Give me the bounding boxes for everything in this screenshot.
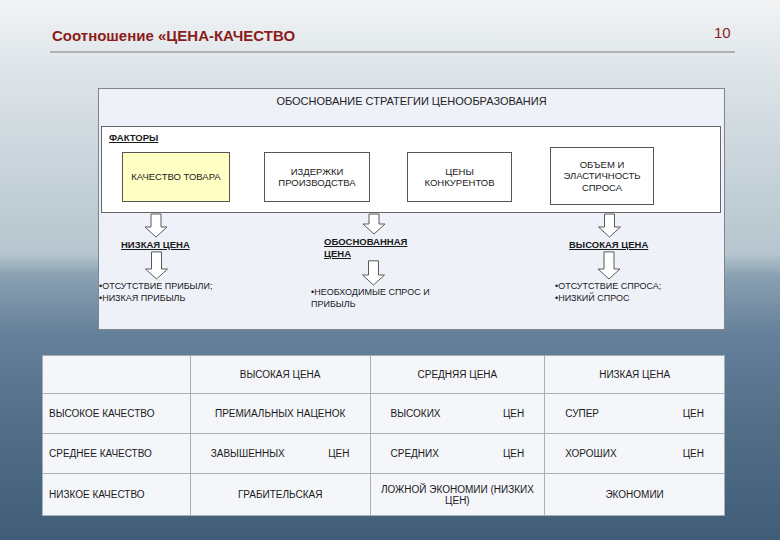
cell-text: ХОРОШИХ ЦЕН [551,448,718,459]
factor-box: ОБЪЕМ И ЭЛАСТИЧНОСТЬ СПРОСА [550,147,654,205]
price-option: ВЫСОКАЯ ЦЕНА [569,239,650,251]
node-text: ОБОСНОВАНИЕ СТРАТЕГИИ ЦЕНООБРАЗОВАНИЯ [99,89,724,107]
cell-text: СРЕДНЕЕ КАЧЕСТВО [49,448,152,459]
cell-text: ЗАВЫШЕННЫХ ЦЕН [197,448,364,459]
table-body: ВЫСОКАЯ ЦЕНАСРЕДНЯЯ ЦЕНАНИЗКАЯ ЦЕНАВЫСОК… [43,356,725,516]
node-text: •ОТСУТСТВИЕ СПРОСА; [555,281,663,293]
cell-text: ВЫСОКАЯ ЦЕНА [240,369,321,380]
cell-text: ВЫСОКОЕ КАЧЕСТВО [49,408,154,419]
node-text: •НЕОБХОДИМЫЕ СПРОС И ПРИБЫЛЬ [311,287,436,310]
table-cell: СРЕДНИХ ЦЕН [370,434,545,474]
box-text-wrap: ОБЪЕМ И ЭЛАСТИЧНОСТЬ СПРОСА [556,159,648,193]
table-cell: ГРАБИТЕЛЬСКАЯ [190,474,370,516]
cell-text: СРЕДНИХ ЦЕН [377,448,539,459]
table-cell: ВЫСОКОЕ КАЧЕСТВО [43,394,191,434]
block-arrow [363,261,385,285]
table-cell: ВЫСОКИХ ЦЕН [370,394,545,434]
table-row: СРЕДНЕЕ КАЧЕСТВО ЗАВЫШЕННЫХ ЦЕН СРЕДНИХ ЦЕ… [43,434,725,474]
node-text: ФАКТОРЫ [102,128,158,143]
cell-text: ЭКОНОМИИ [605,489,663,500]
title-underline [50,52,735,53]
node-text: •ОТСУТСТВИЕ ПРИБЫЛИ; [99,281,214,293]
block-arrow [363,214,385,234]
cell-text: СРЕДНЯЯ ЦЕНА [418,369,498,380]
table-cell: СРЕДНЕЕ КАЧЕСТВО [43,434,191,474]
table-row: ВЫСОКОЕ КАЧЕСТВО ПРЕМИАЛЬНЫХ НАЦЕНОК ВЫСОК… [43,394,725,434]
cell-text: НИЗКАЯ ЦЕНА [599,369,670,380]
factor-box: ИЗДЕРЖКИ ПРОИЗВОДСТВА [264,152,370,202]
table-cell: СРЕДНЯЯ ЦЕНА [370,356,545,394]
cell-text: СУПЕР ЦЕН [551,408,718,419]
node-text: •НИЗКАЯ ПРИБЫЛЬ [99,293,214,305]
box-text-wrap: КАЧЕСТВО ТОВАРА [131,171,220,182]
table-row: НИЗКОЕ КАЧЕСТВО ГРАБИТЕЛЬСКАЯ ЛОЖНОЙ ЭКОНО… [43,474,725,516]
node-text: ВЫСОКАЯ ЦЕНА [569,239,650,251]
node-text: ОБЪЕМ И ЭЛАСТИЧНОСТЬ СПРОСА [556,159,648,193]
factor-box: ЦЕНЫ КОНКУРЕНТОВ [407,152,512,202]
cell-text: ЛОЖНОЙ ЭКОНОМИИ (НИЗКИХ ЦЕН) [381,484,534,506]
table-cell: ЭКОНОМИИ [545,474,725,516]
table-cell: ЗАВЫШЕННЫХ ЦЕН [190,434,370,474]
table-cell [43,356,191,394]
factors-box: ФАКТОРЫ КАЧЕСТВО ТОВАРА ИЗДЕРЖКИ ПРОИЗВОДС… [101,126,721,213]
outcome-text: •НЕОБХОДИМЫЕ СПРОС И ПРИБЫЛЬ [311,287,436,310]
price-option: НИЗКАЯ ЦЕНА [121,239,191,251]
block-arrow [598,252,620,279]
cell-text: ПРЕМИАЛЬНЫХ НАЦЕНОК [215,408,345,419]
node-text: •НИЗКИЙ СПРОС [555,293,663,305]
table-cell: СУПЕР ЦЕН [545,394,725,434]
table-row: ВЫСОКАЯ ЦЕНА СРЕДНЯЯ ЦЕНА НИЗКАЯ ЦЕНА [43,356,725,394]
node-text: НИЗКАЯ ЦЕНА [121,239,191,251]
block-arrow [599,214,621,237]
outcome-text: •ОТСУТСТВИЕ ПРИБЫЛИ;•НИЗКАЯ ПРИБЫЛЬ [99,281,214,304]
table-cell: НИЗКОЕ КАЧЕСТВО [43,474,191,516]
block-arrow [146,252,168,279]
table-cell: ПРЕМИАЛЬНЫХ НАЦЕНОК [190,394,370,434]
table-cell: ХОРОШИХ ЦЕН [545,434,725,474]
cell-text: ВЫСОКИХ ЦЕН [377,408,539,419]
node-text: ЦЕНЫ КОНКУРЕНТОВ [413,166,506,189]
outcome-text: •ОТСУТСТВИЕ СПРОСА;•НИЗКИЙ СПРОС [555,281,663,304]
table-cell: ВЫСОКАЯ ЦЕНА [190,356,370,394]
price-quality-table: ВЫСОКАЯ ЦЕНАСРЕДНЯЯ ЦЕНАНИЗКАЯ ЦЕНАВЫСОК… [42,355,725,516]
node-text: ОБОСНОВАННАЯ ЦЕНА [324,236,424,260]
table-cell: НИЗКАЯ ЦЕНА [545,356,725,394]
block-arrow [145,214,167,237]
page-number: 10 [714,24,731,41]
price-option: ОБОСНОВАННАЯ ЦЕНА [324,236,424,260]
box-text-wrap: ИЗДЕРЖКИ ПРОИЗВОДСТВА [270,166,364,189]
table-cell: ЛОЖНОЙ ЭКОНОМИИ (НИЗКИХ ЦЕН) [370,474,545,516]
strategy-panel: ОБОСНОВАНИЕ СТРАТЕГИИ ЦЕНООБРАЗОВАНИЯ ФАК… [98,88,725,330]
box-text-wrap: ЦЕНЫ КОНКУРЕНТОВ [413,166,506,189]
cell-text: НИЗКОЕ КАЧЕСТВО [49,489,145,500]
node-text: КАЧЕСТВО ТОВАРА [131,171,220,182]
cell-text: ГРАБИТЕЛЬСКАЯ [238,489,322,500]
factor-box: КАЧЕСТВО ТОВАРА [122,152,230,202]
slide-title: Соотношение «ЦЕНА-КАЧЕСТВО [52,27,295,44]
node-text: ИЗДЕРЖКИ ПРОИЗВОДСТВА [270,166,364,189]
